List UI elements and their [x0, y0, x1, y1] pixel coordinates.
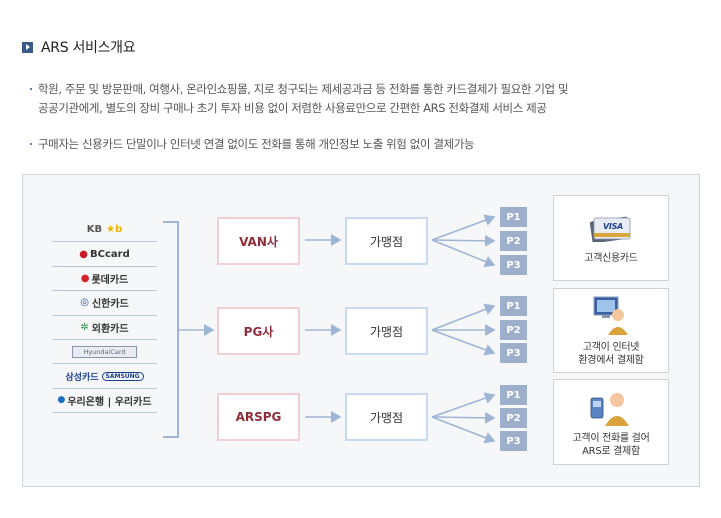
provider-arspg-label: ARSPG	[235, 410, 282, 424]
lotte-logo-icon: ●	[80, 272, 90, 284]
card-logo-woori: ● 우리은행 | 우리카드	[52, 389, 157, 414]
card-company-list: KB ★b ● BCcard ● 롯데카드 ◎ 신한카드 ✲ 외환카드 Hyun…	[52, 218, 157, 414]
merchant-label: 가맹점	[369, 324, 404, 339]
description-item-1: 학원, 주문 및 방문판매, 여행사, 온라인쇼핑몰, 지로 청구되는 제세공과…	[30, 80, 678, 118]
svg-text:VISA: VISA	[603, 222, 623, 231]
description-line-1b: 공공기관에게, 별도의 장비 구매나 초기 투자 비용 없이 저렴한 사용료만으…	[38, 101, 547, 115]
card-logo-kb: KB ★b	[52, 218, 157, 243]
customer-phone: 고객이 전화를 걸어 ARS로 결제함	[553, 379, 669, 465]
shinhan-logo-text: 신한카드	[91, 299, 129, 311]
visa-card-icon: VISA	[589, 216, 631, 244]
shinhan-logo-icon: ◎	[80, 297, 89, 309]
ptag-p2: P2	[500, 231, 527, 251]
card-logo-keb: ✲ 외환카드	[52, 316, 157, 340]
keb-logo-icon: ✲	[80, 321, 89, 333]
internet-user-icon	[593, 296, 628, 335]
ptag-p3: P3	[500, 255, 527, 275]
card-logo-samsung: 삼성카드 SAMSUNG	[52, 364, 157, 389]
samsung-card-text: 삼성카드	[65, 372, 99, 383]
ptag-p1: P1	[500, 296, 527, 316]
bullet-dot-icon	[30, 143, 32, 145]
hyundai-logo-text: HyundaiCard	[72, 345, 137, 358]
customer-credit-card: VISA 고객신용카드	[553, 195, 669, 281]
ptag-p3: P3	[500, 343, 527, 363]
kb-logo-text: KB	[86, 224, 103, 236]
lotte-logo-text: 롯데카드	[91, 274, 129, 286]
description-line-2: 구매자는 신용카드 단말이나 인터넷 연결 없이도 전화를 통해 개인정보 노출…	[38, 137, 475, 151]
provider-arspg: ARSPG	[217, 393, 300, 441]
card-logo-lotte: ● 롯데카드	[52, 267, 157, 292]
bc-logo-text: BCcard	[90, 248, 130, 260]
keb-logo-text: 외환카드	[91, 323, 129, 335]
title-text: ARS 서비스개요	[41, 40, 136, 56]
merchant-label: 가맹점	[369, 410, 404, 425]
ptag-p2: P2	[500, 408, 527, 428]
section-title: ARS 서비스개요	[22, 38, 136, 56]
provider-van-label: VAN사	[239, 234, 278, 249]
customer-2-line-1: 고객이 인터넷	[582, 342, 640, 353]
merchant-label: 가맹점	[369, 234, 404, 249]
woori-logo-text: 우리은행 | 우리카드	[67, 396, 152, 408]
customer-internet: 고객이 인터넷 환경에서 결제함	[553, 288, 669, 373]
bullet-dot-icon	[30, 88, 32, 90]
bc-logo-icon: ●	[79, 248, 88, 260]
provider-van: VAN사	[217, 217, 300, 265]
ptag-p1: P1	[500, 385, 527, 405]
description-item-2: 구매자는 신용카드 단말이나 인터넷 연결 없이도 전화를 통해 개인정보 노출…	[30, 135, 678, 154]
card-logo-bc: ● BCcard	[52, 242, 157, 267]
provider-pg-label: PG사	[243, 324, 274, 339]
merchant-box-3: 가맹점	[345, 393, 428, 441]
merchant-box-2: 가맹점	[345, 307, 428, 355]
title-bullet-icon	[22, 41, 33, 53]
samsung-logo-text: SAMSUNG	[101, 371, 144, 381]
woori-logo-icon: ●	[57, 395, 66, 406]
description-line-1: 학원, 주문 및 방문판매, 여행사, 온라인쇼핑몰, 지로 청구되는 제세공과…	[38, 82, 569, 96]
ptag-p1: P1	[500, 207, 527, 227]
customer-3-line-2: ARS로 결제함	[582, 446, 640, 457]
provider-pg: PG사	[217, 307, 300, 355]
phone-user-icon	[590, 393, 629, 426]
card-logo-hyundai: HyundaiCard	[52, 340, 157, 365]
card-logo-shinhan: ◎ 신한카드	[52, 291, 157, 316]
ptag-p3: P3	[500, 431, 527, 451]
customer-1-line-1: 고객신용카드	[584, 253, 638, 264]
customer-2-line-2: 환경에서 결제함	[578, 355, 644, 366]
ptag-p2: P2	[500, 320, 527, 340]
merchant-box-1: 가맹점	[345, 217, 428, 265]
card-group-bracket	[163, 221, 179, 438]
customer-3-line-1: 고객이 전화를 걸어	[572, 433, 650, 444]
kb-star-icon: ★b	[106, 224, 123, 236]
